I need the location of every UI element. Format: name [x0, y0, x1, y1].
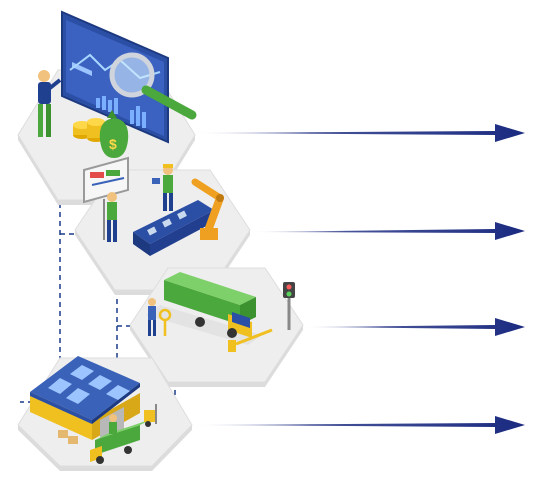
stage-manufacturing: [74, 156, 251, 295]
flow-arrows: [195, 124, 525, 434]
arrow-3: [305, 318, 525, 336]
warehouse-icon: [30, 356, 157, 464]
arrow-1: [195, 124, 525, 142]
svg-text:$: $: [109, 136, 117, 152]
stage-shipping: [129, 267, 304, 387]
truck-loading-icon: [146, 272, 295, 352]
stage-warehouse: [17, 356, 193, 471]
stage-analytics: $: [17, 10, 197, 205]
production-line-icon: [83, 156, 224, 256]
analytics-dashboard-icon: [61, 10, 197, 144]
analyst-person-icon: [38, 70, 62, 137]
arrow-4: [195, 416, 525, 434]
money-icon: $: [73, 110, 129, 158]
arrow-2: [250, 222, 525, 240]
